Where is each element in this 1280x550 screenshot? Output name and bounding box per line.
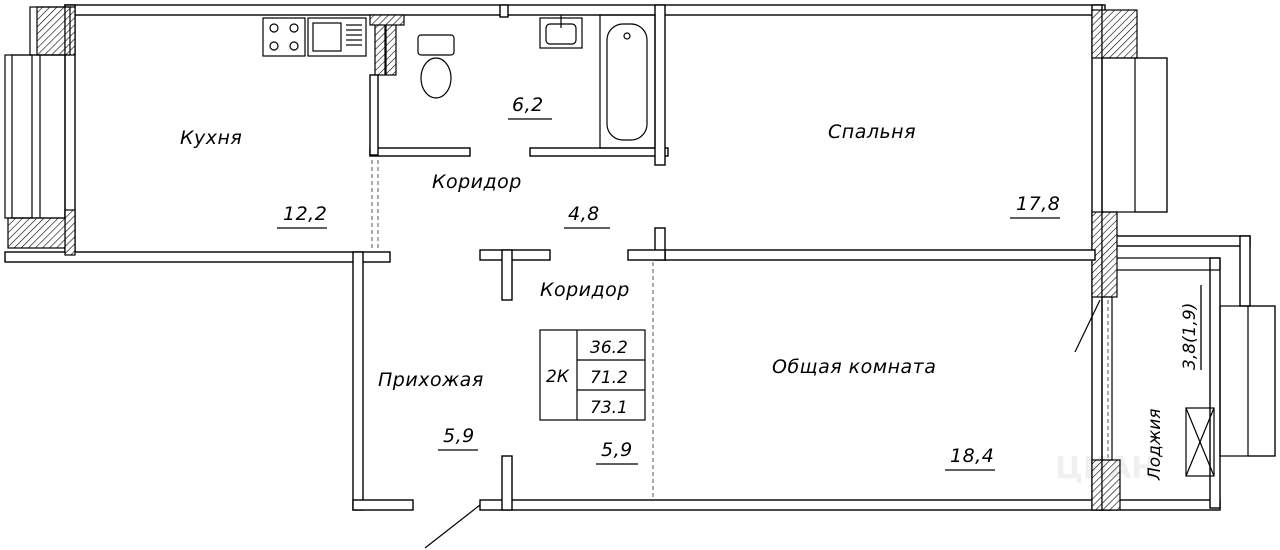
- hallway-area: 5,9: [443, 425, 475, 447]
- windows: [4, 54, 1276, 477]
- interior-walls: [369, 4, 1109, 511]
- total-area-with-loggia: 73.1: [590, 398, 628, 418]
- bathroom-area: 6,2: [512, 94, 544, 116]
- corridor-top-area: 4,8: [568, 203, 600, 225]
- kitchen-stove-icon: [262, 17, 306, 57]
- hallway-name: Прихожая: [378, 369, 484, 391]
- corridor-mid-name: Коридор: [540, 279, 630, 301]
- loggia-door-line: [1074, 299, 1101, 353]
- loggia-area: 3,8(1,9): [1180, 303, 1200, 370]
- kitchen-sink-icon: [307, 17, 367, 57]
- area-summary-table: 2К 36.2 71.2 73.1: [539, 329, 646, 421]
- kitchen-area: 12,2: [283, 203, 327, 225]
- apartment-type: 2К: [546, 367, 570, 387]
- living-area-total: 36.2: [590, 338, 628, 358]
- watermark: ЦИАН: [1055, 451, 1156, 486]
- loggia-name: Лоджия: [1145, 408, 1165, 481]
- bedroom-area: 17,8: [1016, 193, 1060, 215]
- living-name: Общая комната: [772, 356, 936, 378]
- washbasin-icon: [539, 15, 583, 49]
- toilet-icon: [417, 34, 455, 99]
- kitchen-name: Кухня: [180, 127, 242, 149]
- bathtub-icon: [599, 14, 656, 149]
- entrance-door-line: [424, 504, 481, 549]
- corridor-low-area: 5,9: [601, 439, 633, 461]
- total-area: 71.2: [590, 368, 628, 388]
- bedroom-name: Спальня: [828, 121, 916, 143]
- living-area: 18,4: [950, 445, 994, 467]
- corridor-top-name: Коридор: [432, 171, 522, 193]
